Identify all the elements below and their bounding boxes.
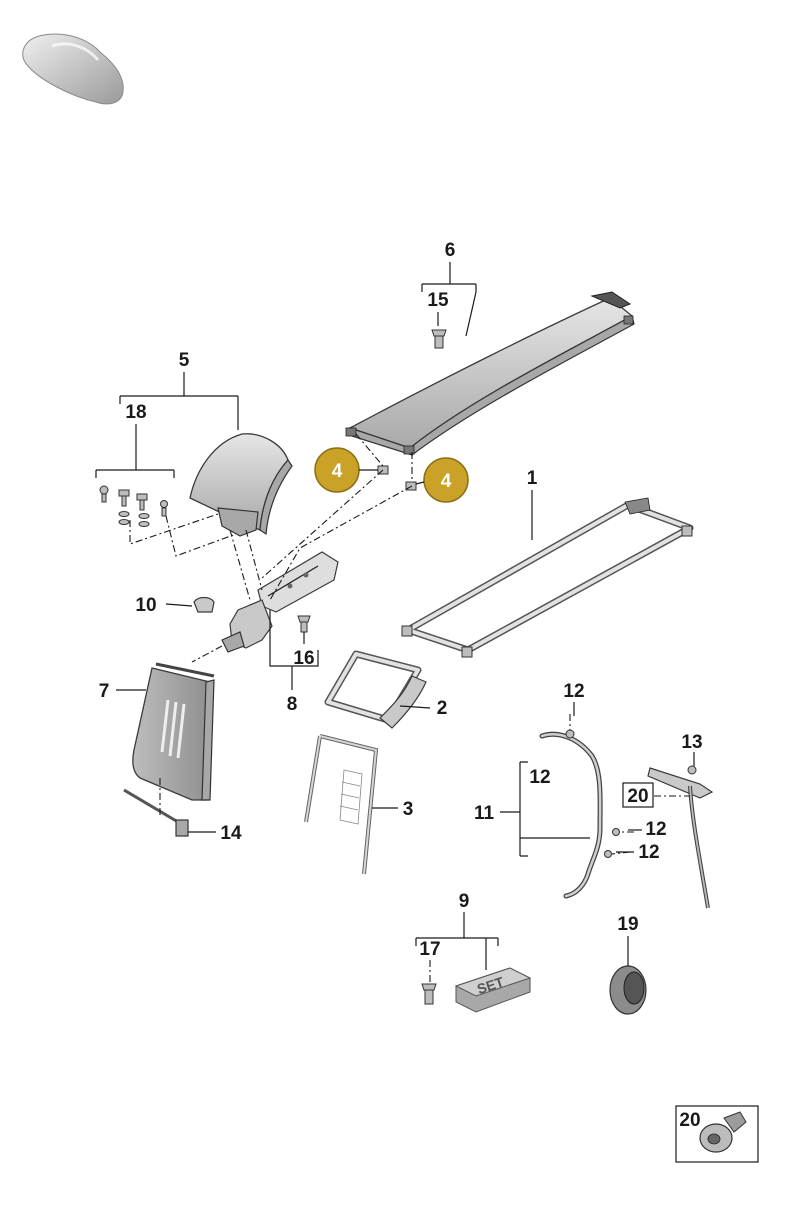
screws-part-18[interactable] [99, 485, 168, 527]
screw-part-17[interactable] [421, 983, 437, 1005]
callout-18[interactable]: 18 [125, 402, 146, 423]
grommet-part[interactable] [609, 965, 647, 1015]
legend-20-label: 20 [679, 1110, 700, 1131]
screw-part-15[interactable] [431, 329, 447, 349]
callout-labels: 6 15 5 18 1 10 16 8 7 2 3 14 12 12 11 12… [99, 240, 703, 960]
callout-8[interactable]: 8 [287, 694, 298, 715]
leader-4b [415, 481, 425, 485]
cable-part[interactable] [539, 729, 620, 899]
callout-12-top[interactable]: 12 [563, 681, 584, 702]
callout-15[interactable]: 15 [427, 290, 449, 311]
svg-text:4: 4 [441, 471, 452, 492]
side-panel-part[interactable] [189, 433, 293, 537]
leader-lines [95, 262, 695, 970]
rod-part[interactable] [647, 765, 714, 909]
callout-7[interactable]: 7 [99, 681, 110, 702]
callout-19[interactable]: 19 [617, 914, 638, 935]
highlight-callout-4b[interactable]: 4 [423, 457, 469, 503]
set-kit-part[interactable]: SET [454, 967, 532, 1013]
car-thumbnail-icon [22, 33, 124, 105]
seal-part[interactable] [304, 734, 379, 875]
callout-3[interactable]: 3 [403, 799, 414, 820]
highlight-callout-4a[interactable]: 4 [314, 447, 360, 493]
callout-2[interactable]: 2 [437, 698, 448, 719]
roof-frame-part[interactable] [401, 497, 694, 658]
roof-panel-part[interactable] [345, 291, 635, 457]
callout-12-bracket[interactable]: 12 [529, 767, 550, 788]
screw-part-16[interactable] [297, 615, 311, 633]
callout-9[interactable]: 9 [459, 891, 470, 912]
svg-text:20: 20 [627, 786, 648, 807]
button-head-screw-icon [699, 1111, 747, 1153]
callout-5[interactable]: 5 [179, 350, 190, 371]
callout-17[interactable]: 17 [419, 939, 440, 960]
callout-6[interactable]: 6 [445, 240, 456, 261]
small-frame-part[interactable] [324, 650, 427, 729]
callout-13[interactable]: 13 [681, 732, 702, 753]
callout-12-mid[interactable]: 12 [645, 819, 666, 840]
svg-text:4: 4 [332, 461, 343, 482]
bracket-part[interactable] [221, 551, 339, 653]
strap-part[interactable] [123, 788, 189, 837]
callout-1[interactable]: 1 [527, 468, 538, 489]
callout-16[interactable]: 16 [293, 648, 314, 669]
rear-flap-part[interactable] [132, 662, 215, 801]
callout-20-box[interactable]: 20 [622, 782, 654, 808]
callout-10[interactable]: 10 [135, 595, 156, 616]
callout-12-low[interactable]: 12 [638, 842, 659, 863]
callout-11[interactable]: 11 [474, 803, 495, 824]
legend-20[interactable]: 20 [675, 1105, 759, 1163]
callout-14[interactable]: 14 [220, 823, 242, 844]
clip-part[interactable] [193, 596, 215, 613]
